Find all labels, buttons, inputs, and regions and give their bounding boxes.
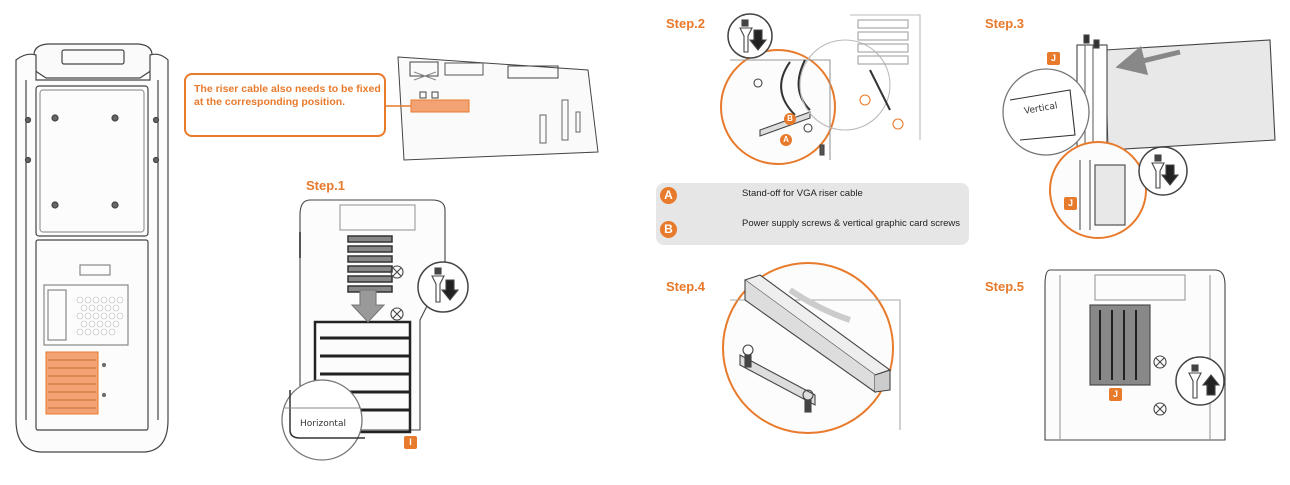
step2-diagram	[720, 13, 921, 165]
screw-legend: A Stand-off for VGA riser cable B Power …	[656, 183, 969, 245]
step3-title: Step.3	[985, 16, 1025, 31]
horizontal-label: Horizontal	[300, 419, 346, 429]
tag-j-bottom: J	[1064, 197, 1077, 210]
riser-callout: The riser cable also needs to be fixed a…	[184, 73, 386, 137]
legend-text-b: Power supply screws & vertical graphic c…	[742, 218, 961, 229]
legend-text-a: Stand-off for VGA riser cable	[742, 188, 863, 199]
callout-text: The riser cable also needs to be fixed a…	[194, 83, 381, 108]
riser-bracket-panel	[397, 56, 599, 161]
step5-title: Step.5	[985, 279, 1025, 294]
step1-title: Step.1	[306, 178, 346, 193]
legend-badge-b: B	[660, 221, 677, 238]
marker-b: B	[787, 114, 793, 123]
riser-fix-area	[410, 99, 470, 113]
tag-j-top: J	[1047, 52, 1060, 65]
marker-a: A	[783, 135, 789, 144]
highlighted-slots	[45, 351, 106, 415]
tag-i: I	[404, 436, 417, 449]
step3-diagram	[1002, 34, 1276, 239]
step2-title: Step.2	[666, 16, 706, 31]
tag-j-step5: J	[1109, 388, 1122, 401]
step2-markers	[780, 113, 796, 146]
step5-diagram	[1044, 269, 1226, 441]
step1-diagram	[281, 199, 469, 461]
step4-diagram	[722, 262, 901, 434]
legend-badge-a: A	[660, 187, 677, 204]
step4-title: Step.4	[666, 279, 706, 294]
